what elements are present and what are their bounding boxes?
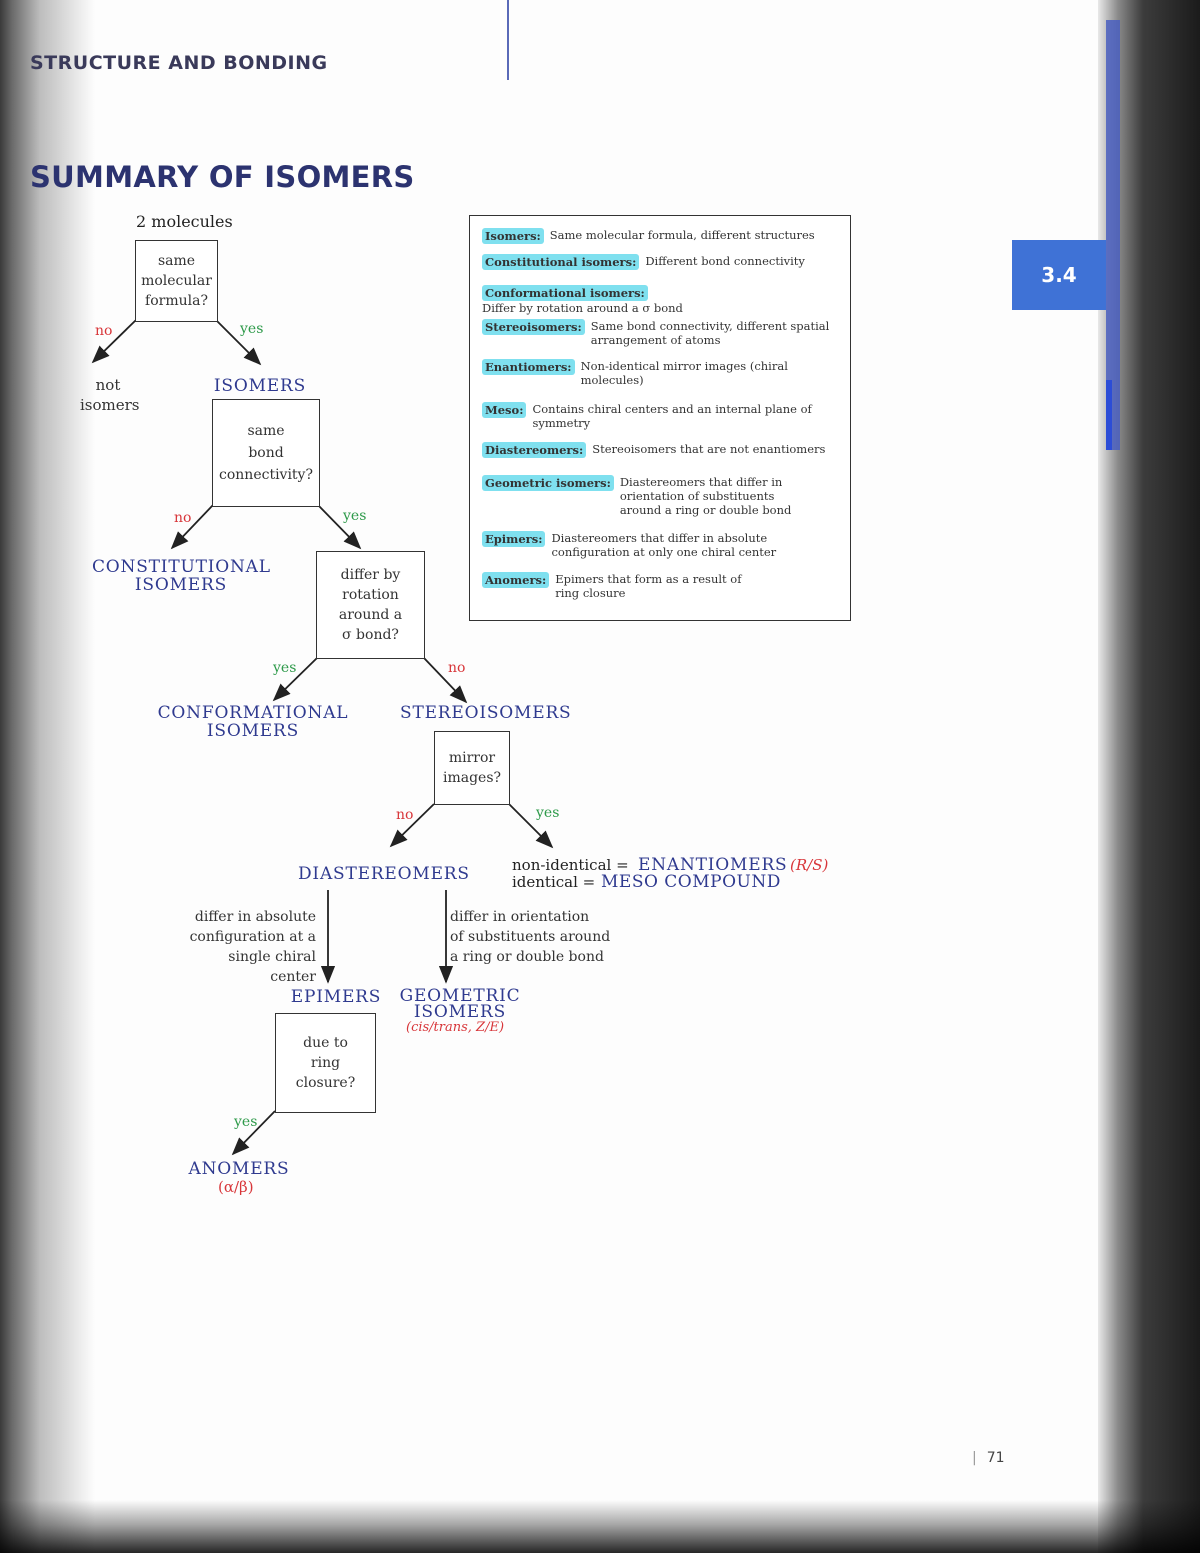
- legend-definition: Diastereomers that differ in orientation…: [619, 475, 792, 517]
- legend-term: Conformational isomers:: [482, 285, 648, 301]
- page-number: |71: [972, 1450, 1005, 1466]
- question-mirror-images: mirror images?: [434, 731, 510, 805]
- legend-row-stereoisomers: Stereoisomers: Same bond connectivity, di…: [482, 319, 829, 347]
- legend-term: Enantiomers:: [482, 359, 575, 375]
- yes-label-2: yes: [343, 508, 367, 524]
- category-conformational-isomers: CONFORMATIONAL ISOMERS: [157, 703, 349, 741]
- arrow-q3-no: [423, 657, 468, 704]
- legend-definition: Same molecular formula, different struct…: [549, 228, 815, 242]
- note-epimers-criterion: differ in absolute configuration at a si…: [189, 909, 316, 985]
- category-meso-compound: MESO COMPOUND: [601, 872, 781, 892]
- legend-row-constitutional: Constitutional isomers: Different bond co…: [482, 254, 805, 270]
- legend-term: Meso:: [482, 402, 527, 418]
- no-label-2: no: [174, 510, 192, 526]
- arrow-q3-yes: [272, 657, 318, 702]
- arrow-q4-yes: [508, 803, 554, 849]
- category-epimers: EPIMERS: [290, 987, 382, 1007]
- page-number-value: 71: [986, 1450, 1005, 1466]
- yes-label-4: yes: [536, 805, 560, 821]
- page-bottom-shadow: [0, 1500, 1200, 1553]
- category-geometric-isomers: GEOMETRIC ISOMERS: [399, 986, 521, 1022]
- question-same-connectivity: same bond connectivity?: [212, 399, 320, 507]
- legend-term: Geometric isomers:: [482, 475, 614, 491]
- no-label-1: no: [95, 323, 113, 339]
- cistrans-notation: (cis/trans, Z/E): [406, 1020, 505, 1035]
- legend-definition: Differ by rotation around a σ bond: [482, 301, 683, 315]
- legend-term: Anomers:: [482, 572, 550, 588]
- nonidentical-label: non-identical =: [512, 856, 629, 874]
- category-isomers: ISOMERS: [213, 376, 307, 396]
- page-edge-tab-marker: [1106, 380, 1112, 450]
- legend-row-isomers: Isomers: Same molecular formula, differen…: [482, 228, 815, 244]
- question-sigma-rotation: differ by rotation around a σ bond?: [316, 551, 425, 659]
- arrow-q2-yes: [317, 504, 362, 550]
- not-isomers-label: not isomers: [80, 376, 140, 414]
- legend-row-geometric: Geometric isomers: Diastereomers that dif…: [482, 475, 791, 517]
- legend-row-meso: Meso: Contains chiral centers and an inte…: [482, 402, 812, 430]
- legend-definition: Stereoisomers that are not enantiomers: [592, 442, 826, 456]
- category-enantiomers: ENANTIOMERS: [638, 855, 788, 875]
- alphabeta-notation: (α/β): [218, 1178, 254, 1196]
- no-label-3: no: [448, 660, 466, 676]
- start-label: 2 molecules: [136, 212, 233, 231]
- rs-notation: (R/S): [790, 856, 829, 874]
- category-stereoisomers: STEREOISOMERS: [400, 703, 572, 723]
- yes-label-5: yes: [234, 1114, 258, 1130]
- note-geometric-criterion: differ in orientation of substituents ar…: [450, 909, 611, 965]
- identical-label: identical =: [512, 873, 596, 891]
- legend-definition: Same bond connectivity, different spatia…: [590, 319, 830, 347]
- legend-definition: Epimers that form as a result of ring cl…: [555, 572, 742, 600]
- yes-label-1: yes: [240, 321, 264, 337]
- legend-row-diastereomers: Diastereomers: Stereoisomers that are not…: [482, 442, 825, 458]
- category-diastereomers: DIASTEREOMERS: [298, 864, 470, 884]
- header-divider: [507, 0, 509, 80]
- legend-term: Constitutional isomers:: [482, 254, 640, 270]
- category-anomers: ANOMERS: [188, 1159, 290, 1179]
- legend-definition: Different bond connectivity: [645, 254, 805, 268]
- legend-row-enantiomers: Enantiomers: Non-identical mirror images …: [482, 359, 788, 387]
- arrow-q1-yes: [215, 319, 262, 366]
- yes-label-3: yes: [273, 660, 297, 676]
- legend-row-conformational: Conformational isomers:Differ by rotatio…: [482, 285, 850, 315]
- legend-definition: Non-identical mirror images (chiral mole…: [580, 359, 788, 387]
- legend-row-anomers: Anomers: Epimers that form as a result of…: [482, 572, 742, 600]
- legend-term: Stereoisomers:: [482, 319, 585, 335]
- legend-term: Epimers:: [482, 531, 546, 547]
- legend-definition: Contains chiral centers and an internal …: [532, 402, 812, 430]
- arrow-q1-no: [91, 319, 137, 364]
- page-edge-tab-strip: [1106, 20, 1120, 450]
- no-label-4: no: [396, 807, 414, 823]
- legend-row-epimers: Epimers: Diastereomers that differ in abs…: [482, 531, 776, 559]
- page-title: SUMMARY OF ISOMERS: [30, 160, 415, 194]
- legend-term: Diastereomers:: [482, 442, 587, 458]
- legend-definition: Diastereomers that differ in absolute co…: [551, 531, 777, 559]
- arrow-q5-yes: [231, 1110, 276, 1156]
- category-constitutional-isomers: CONSTITUTIONAL ISOMERS: [92, 557, 271, 595]
- legend-term: Isomers:: [482, 228, 544, 244]
- arrow-q4-no: [389, 803, 435, 848]
- definitions-box: Isomers: Same molecular formula, differen…: [469, 215, 851, 621]
- question-same-formula: same molecular formula?: [135, 240, 218, 322]
- arrow-q2-no: [170, 504, 214, 550]
- question-ring-closure: due to ring closure?: [275, 1013, 376, 1113]
- section-header: STRUCTURE AND BONDING: [30, 52, 328, 74]
- page-gutter-shadow: [0, 0, 95, 1553]
- section-number-tab: 3.4: [1012, 240, 1106, 310]
